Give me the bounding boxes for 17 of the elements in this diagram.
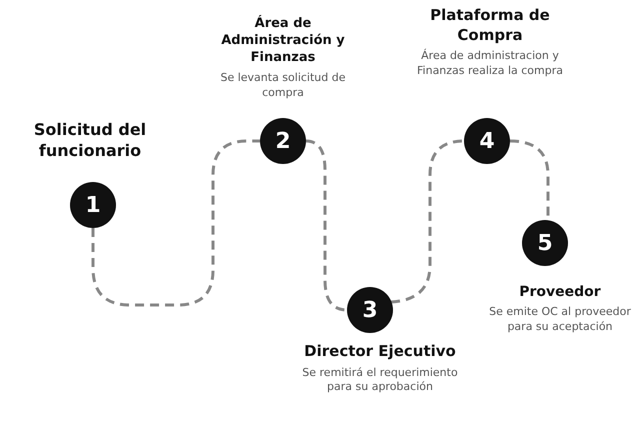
step-title: Proveedor — [519, 283, 601, 302]
step-title: Área de Administración y Finanzas — [220, 16, 346, 67]
step-number-circle: 2 — [260, 118, 306, 164]
step-number-circle: 4 — [464, 118, 510, 164]
dashed-connector — [390, 140, 464, 304]
step-title: Solicitud del funcionario — [32, 120, 148, 162]
dashed-connector — [306, 140, 348, 312]
step-description: Área de administracion y Finanzas realiza la compra — [416, 49, 564, 79]
step-number-circle: 1 — [70, 182, 116, 228]
step-number-circle: 5 — [522, 220, 568, 266]
step-title: Plataforma de Compra — [429, 6, 551, 45]
step-number-circle: 3 — [347, 287, 393, 333]
step-title: Director Ejecutivo — [304, 342, 456, 362]
step-description: Se remitirá el requerimiento para su aprobación — [301, 366, 459, 396]
dashed-connector — [92, 140, 260, 306]
step-description: Se levanta solicitud de compra — [219, 70, 347, 100]
step-description: Se emite OC al proveedor para su aceptación — [488, 305, 632, 335]
